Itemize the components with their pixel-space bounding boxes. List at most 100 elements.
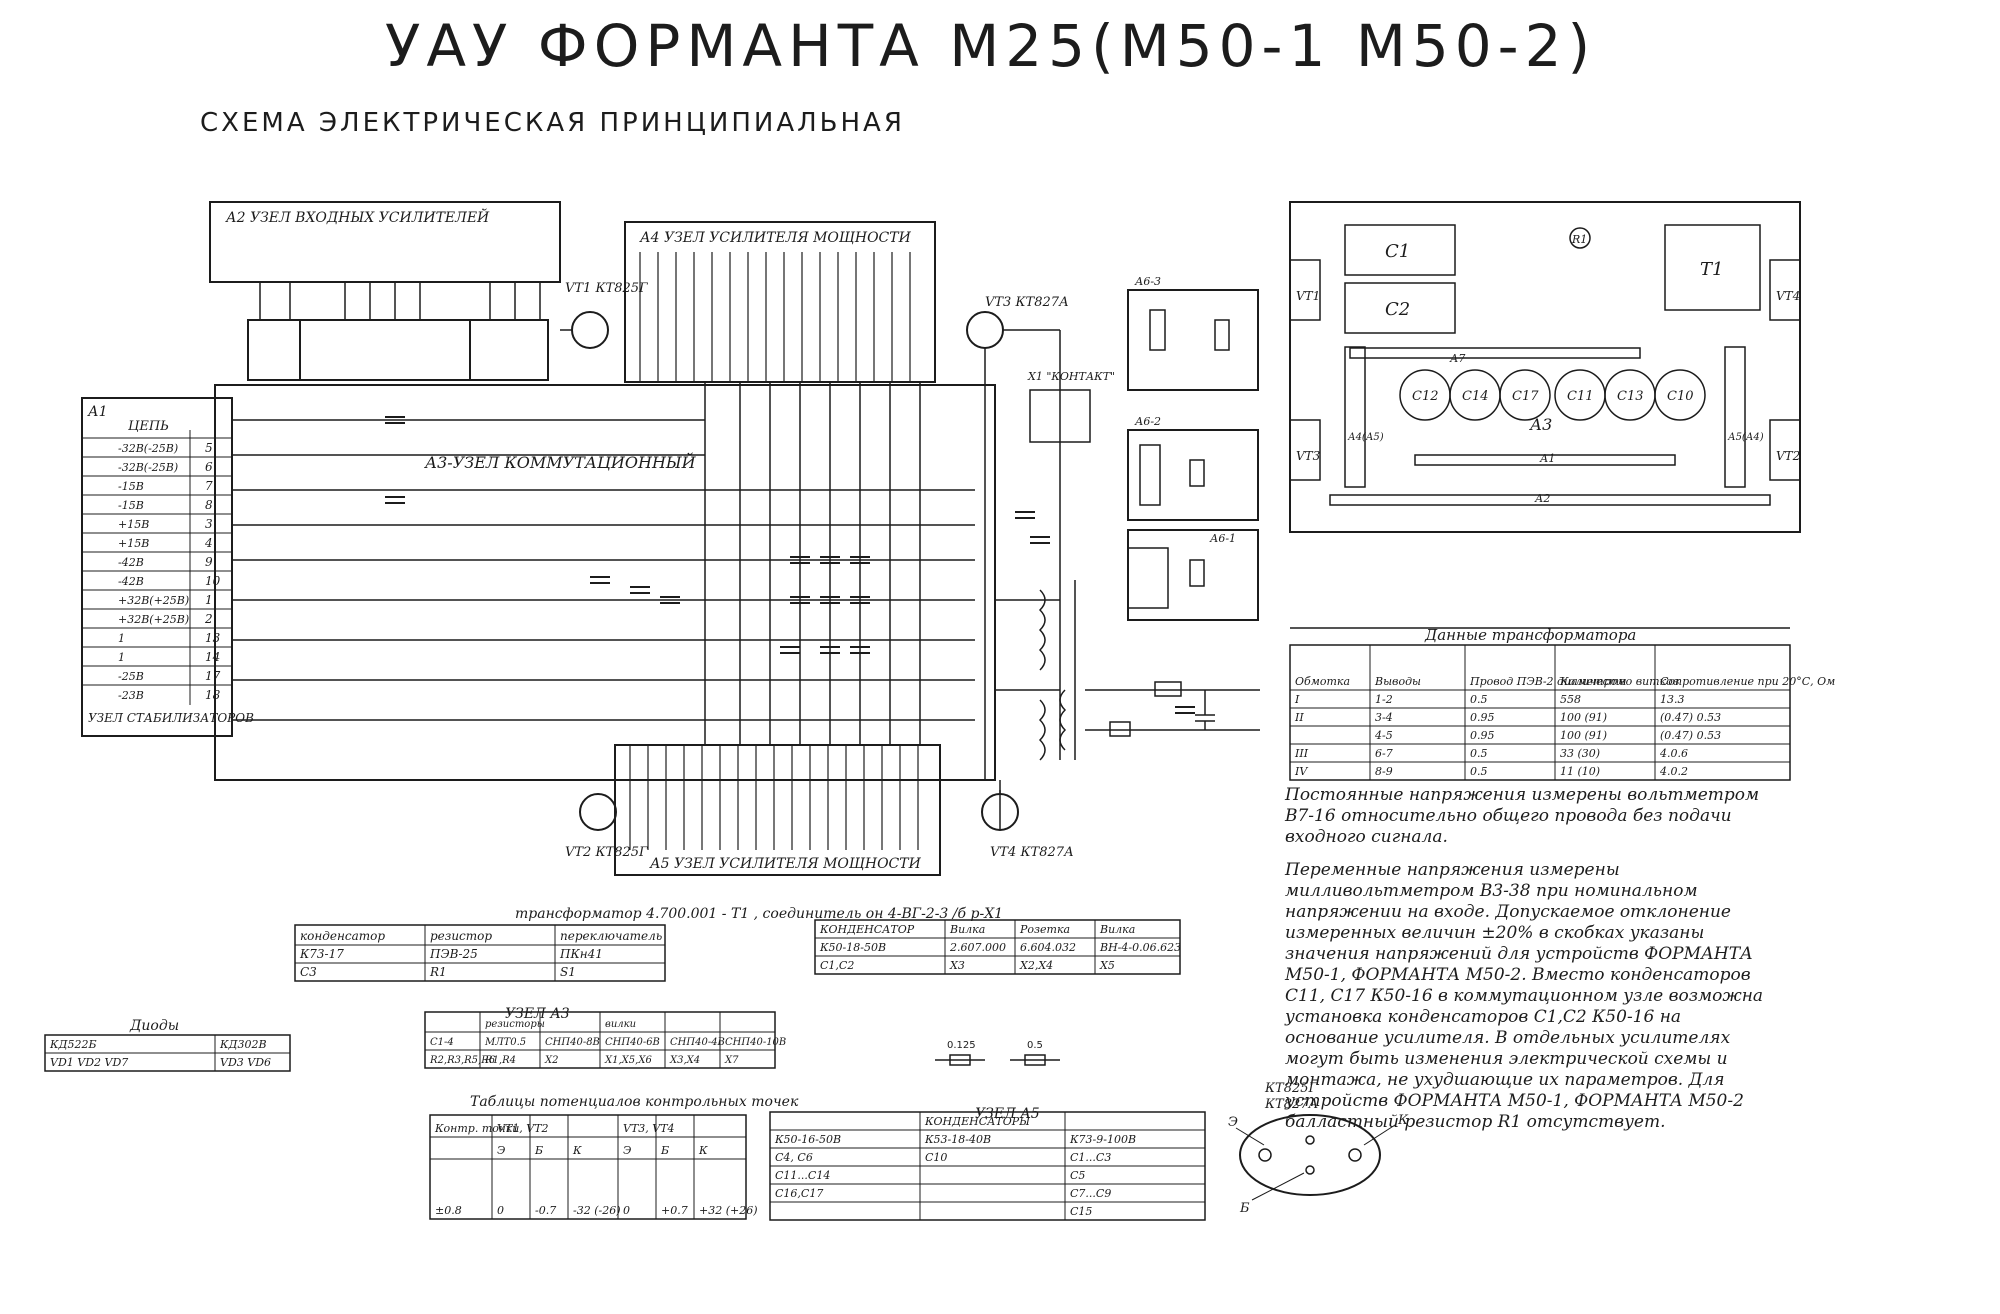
table-cell: 1-2: [1375, 693, 1393, 706]
a5-caption: УЗЕЛ А5: [975, 1106, 1040, 1122]
table-frame: [429, 1114, 747, 1220]
block-a6-1: А6-1: [1127, 529, 1259, 621]
chassis-part-label: А7: [1449, 352, 1465, 365]
table-cell: Контр. точки: [434, 1122, 519, 1135]
table-cell: 4.0.6: [1659, 747, 1688, 760]
table-cell: КОНДЕНСАТОР: [819, 923, 915, 936]
table-cell: Э: [623, 1144, 631, 1157]
block-a1-stab: УЗЕЛ СТАБИЛИЗАТОРОВ: [88, 711, 254, 725]
table-cell: 3-4: [1375, 711, 1393, 724]
chassis-part-label: VT3: [1296, 449, 1321, 463]
svg-text:Х1 "КОНТАКТ": Х1 "КОНТАКТ": [1027, 370, 1115, 383]
table-cell: 11 (10): [1560, 765, 1600, 778]
table-cell: ВН-4-0.06.623: [1099, 941, 1181, 954]
chassis-part-label: VT4: [1776, 289, 1800, 303]
svg-text:Э: Э: [1228, 1115, 1238, 1130]
a1-pin-number: 14: [205, 650, 220, 664]
transistor-pinout: КТ825Г КТ827А Э К Б: [1228, 1081, 1409, 1216]
table-cell: R2,R3,R5,R6: [429, 1055, 496, 1066]
a1-pin-number: 18: [205, 688, 221, 702]
table-cell: переключатель: [560, 929, 662, 943]
table-cell: СНП40-10В: [725, 1037, 786, 1048]
svg-text:VT2 КТ825Г: VT2 КТ825Г: [565, 845, 648, 860]
table-cell: К: [572, 1144, 582, 1157]
chassis-part-label: А2: [1534, 492, 1550, 505]
table-cell: КД302В: [219, 1038, 267, 1051]
a1-pin-number: 13: [205, 631, 221, 645]
table-cell: R1,R4: [484, 1055, 516, 1066]
transformer-windings: [1038, 580, 1076, 761]
svg-text:0.5: 0.5: [1027, 1040, 1043, 1051]
table-cell: 13.3: [1660, 693, 1685, 706]
table-cell: 8-9: [1375, 765, 1393, 778]
table-cell: резистор: [430, 929, 492, 943]
table-cell: II: [1294, 711, 1304, 724]
table-cell: Х3: [949, 959, 965, 972]
table-frame: [1289, 644, 1791, 781]
table-cell: VD3 VD6: [220, 1056, 271, 1069]
table-cell: СНП40-4В: [670, 1037, 725, 1048]
chassis-capacitor-label: С13: [1617, 389, 1644, 404]
table-cell: КОНДЕНСАТОРЫ: [924, 1115, 1030, 1128]
table-cell: I: [1294, 693, 1300, 706]
svg-text:А6-3: А6-3: [1134, 275, 1161, 288]
block-a1-circuit: ЦЕПЬ: [128, 419, 169, 434]
chassis-part: [1349, 347, 1641, 359]
table-caption: Таблицы потенциалов контрольных точек: [470, 1094, 799, 1110]
table-cell: 2.607.000: [949, 941, 1006, 954]
table-cell: С1-4: [430, 1037, 454, 1048]
chassis-layout: [1289, 201, 1801, 533]
table-cell: Х2,Х4: [1019, 959, 1053, 972]
svg-text:А6-2: А6-2: [1134, 415, 1161, 428]
table-cell: Сопротивление при 20°С, Ом: [1660, 675, 1835, 688]
table-frame: [814, 919, 1181, 975]
table-cell: Э: [497, 1144, 505, 1157]
svg-text:КТ827А: КТ827А: [1264, 1097, 1318, 1112]
block-a4-pins: [639, 252, 911, 382]
chassis-capacitor-label: С17: [1512, 389, 1539, 404]
block-a1-label: А1: [87, 404, 108, 420]
table-cell: (0.47) 0.53: [1660, 711, 1721, 724]
svg-text:А6-1: А6-1: [1209, 532, 1236, 545]
potentials-table: Таблицы потенциалов контрольных точекКон…: [429, 1094, 799, 1220]
note-dc-voltages: Постоянные напряжения измерены вольтметр…: [1285, 785, 1760, 847]
page-subtitle: СХЕМА ЭЛЕКТРИЧЕСКАЯ ПРИНЦИПИАЛЬНАЯ: [200, 108, 905, 138]
block-a6-3: А6-3: [1127, 275, 1259, 391]
table-caption: Диоды: [129, 1018, 179, 1034]
block-a5-pins: [629, 745, 919, 850]
chassis-part-label: А4(А5): [1347, 432, 1384, 443]
a1-row-label: -15В: [118, 499, 144, 512]
a1-row-label: -32В(-25В): [118, 461, 178, 474]
chassis-part: [1329, 494, 1771, 506]
table-cell: ПЭВ-25: [429, 947, 478, 961]
table-cell: К53-18-40В: [924, 1133, 991, 1146]
a1-row-label: +15В: [118, 518, 149, 531]
table-cell: СНП40-8В: [545, 1037, 600, 1048]
table-cell: Х5: [1099, 959, 1115, 972]
chassis-part-label: А1: [1539, 452, 1555, 465]
block-a6-2: А6-2: [1127, 415, 1259, 521]
table-cell: К73-9-100В: [1069, 1133, 1136, 1146]
svg-text:КТ825Г: КТ825Г: [1264, 1081, 1318, 1096]
chassis-part: [1769, 419, 1801, 481]
chassis-part-label: С2: [1385, 299, 1410, 320]
table-cell: 6-7: [1375, 747, 1393, 760]
a1-pin-number: 9: [205, 555, 213, 569]
a3-caption: УЗЕЛ А3: [505, 1006, 570, 1022]
table-cell: резисторы: [485, 1019, 545, 1030]
table-cell: +0.7: [661, 1204, 688, 1217]
table-cell: С15: [1070, 1205, 1092, 1218]
table-cell: S1: [560, 965, 576, 979]
transformer-note: трансформатор 4.700.001 - Т1 , соедините…: [515, 906, 1003, 922]
table-cell: С1...С3: [1070, 1151, 1111, 1164]
chassis-capacitor-label: С10: [1667, 389, 1694, 404]
table-cell: Вилка: [1099, 923, 1135, 936]
page-title: УАУ ФОРМАНТА М25(М50-1 М50-2): [385, 12, 1597, 80]
table-cell: Вилка: [949, 923, 985, 936]
table-cell: 558: [1560, 693, 1581, 706]
a1-row-label: +32В(+25В): [118, 594, 189, 607]
